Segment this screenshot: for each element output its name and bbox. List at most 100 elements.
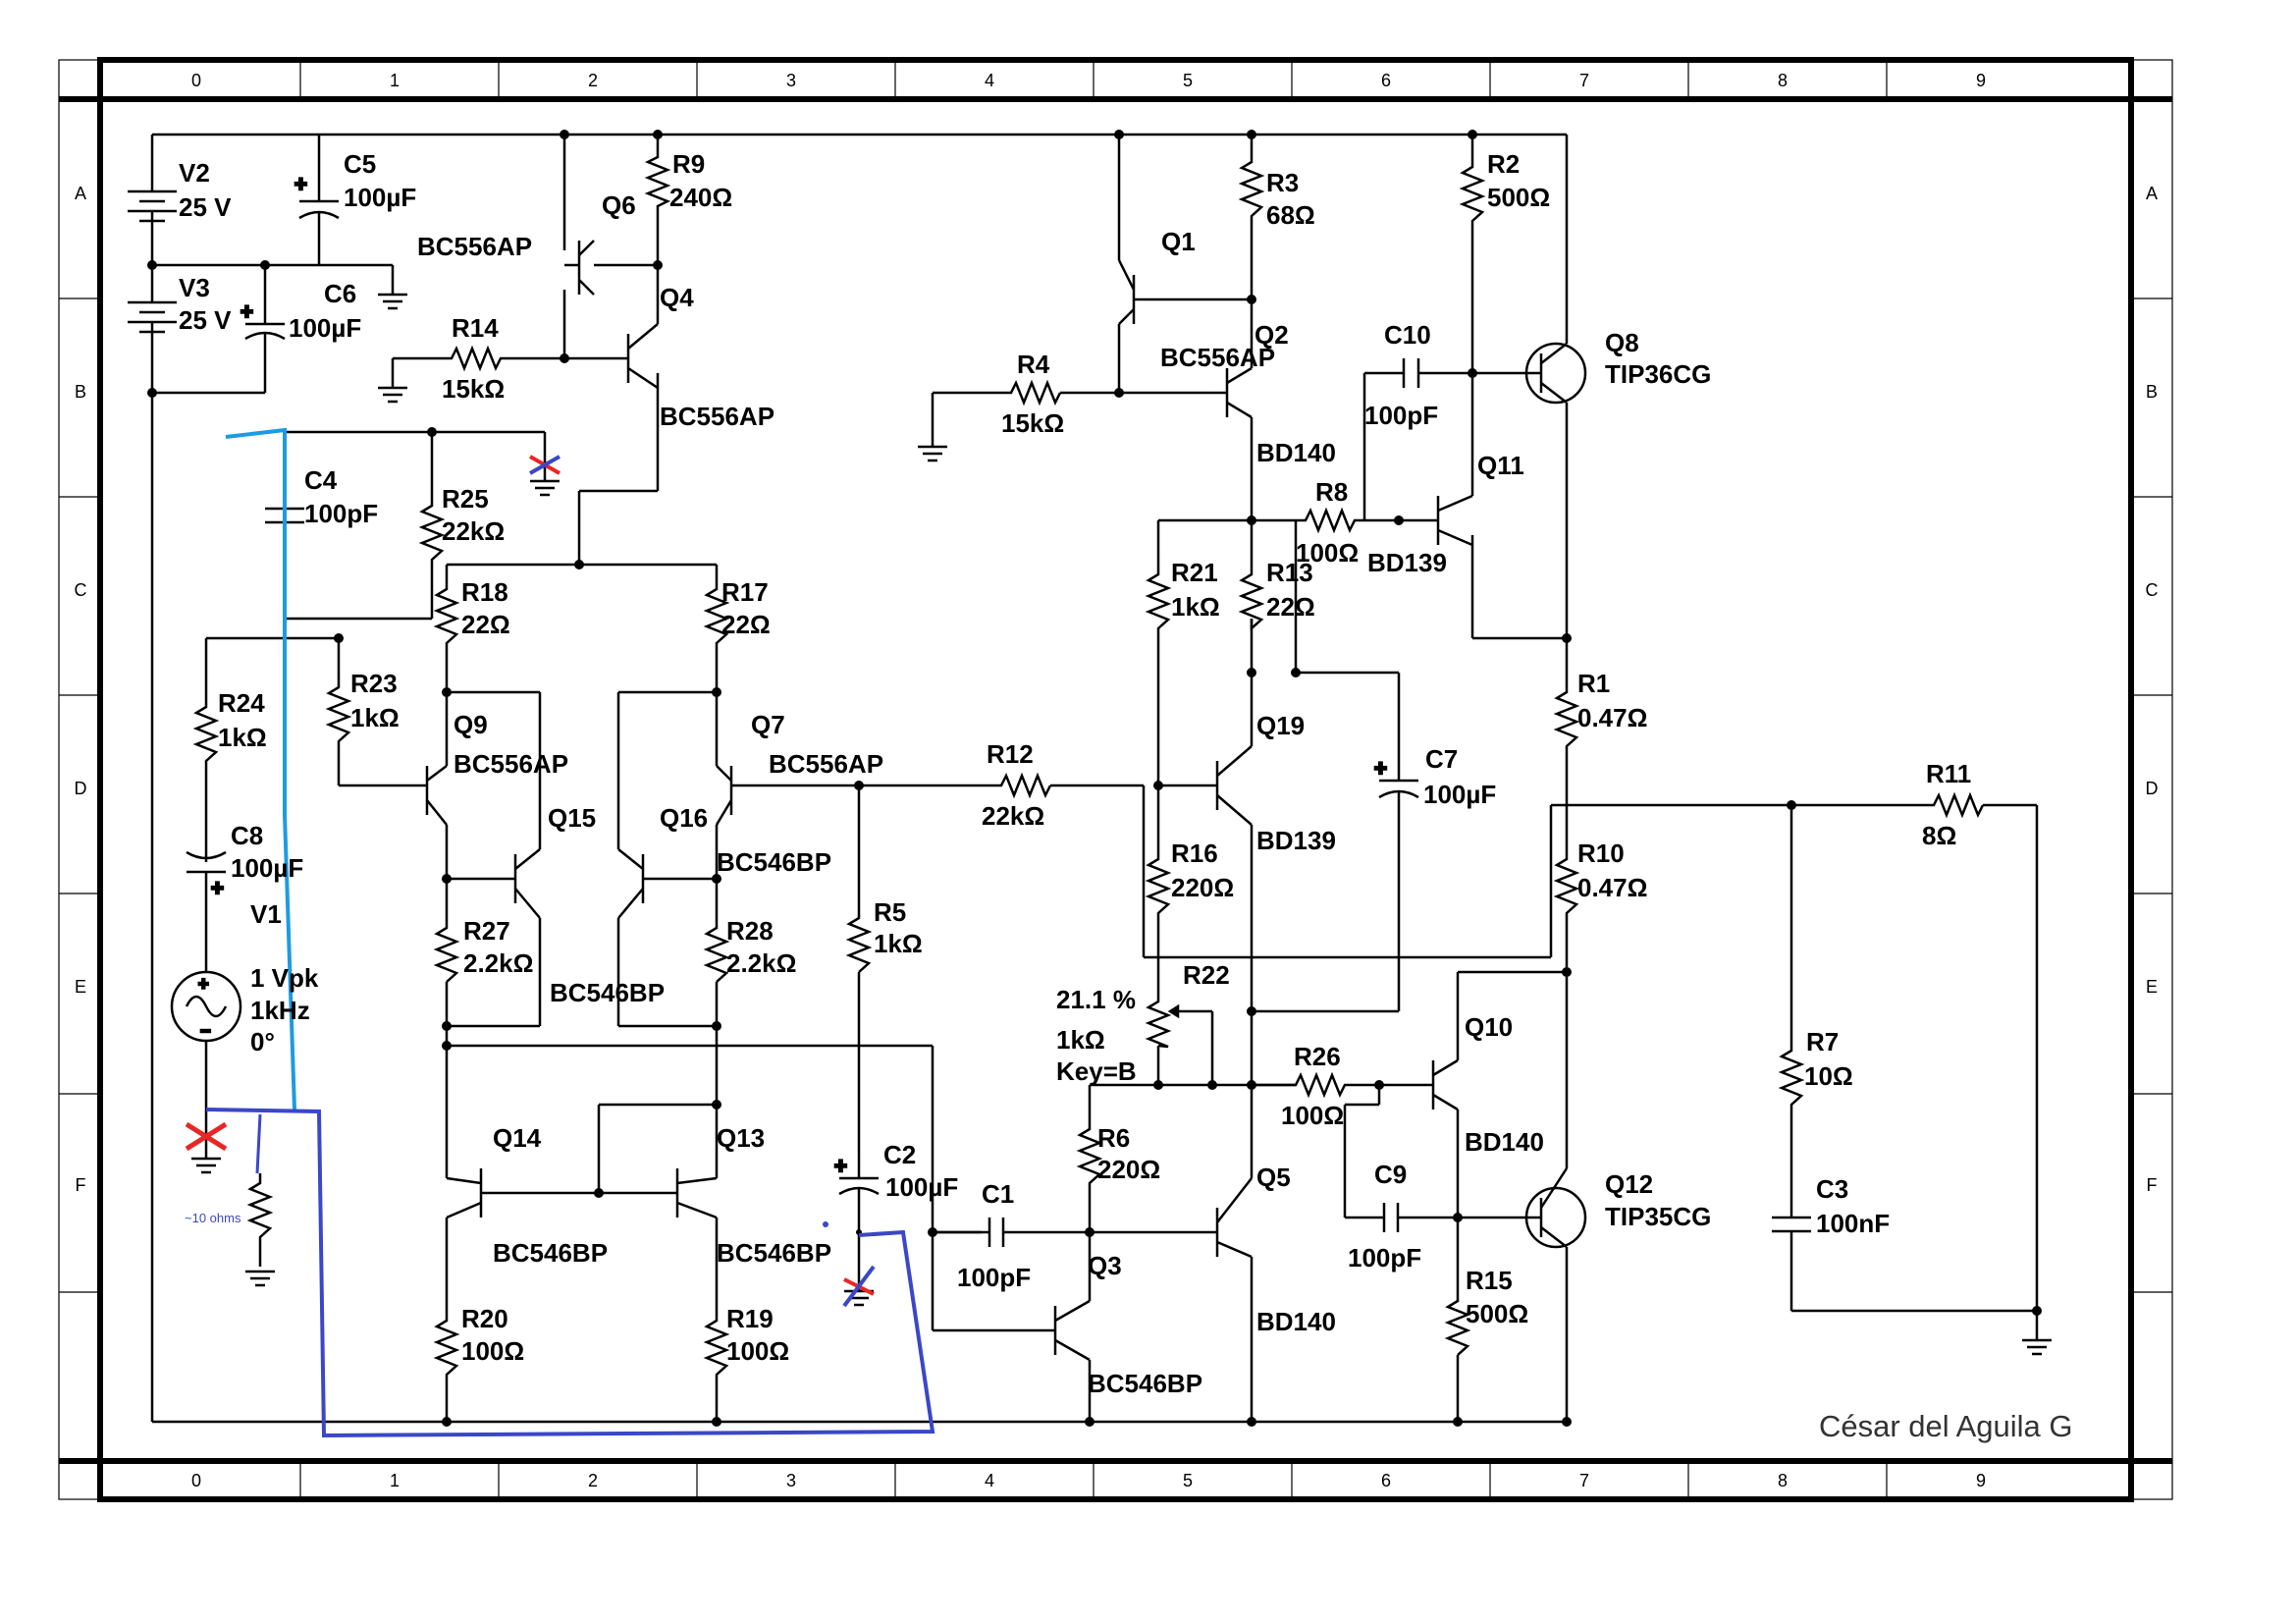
ruler-top-6: 6 — [1381, 71, 1391, 90]
label-q1: Q1 — [1161, 227, 1196, 256]
label-r22: R22 — [1183, 960, 1230, 990]
label-r14: R14 — [452, 313, 499, 343]
ruler-left-C: C — [75, 580, 87, 600]
label-q9: Q9 — [454, 710, 488, 739]
label-c6: C6 — [324, 279, 356, 308]
label-r18: R18 — [461, 577, 508, 607]
cross-marks — [185, 455, 876, 1308]
label-r22-value: 1kΩ — [1056, 1025, 1105, 1055]
label-v2: V2 — [179, 158, 210, 188]
ruler-bottom-5: 5 — [1183, 1471, 1193, 1490]
ruler-bottom-1: 1 — [390, 1471, 400, 1490]
ruler-left-A: A — [75, 184, 86, 203]
ruler-bottom-2: 2 — [588, 1471, 598, 1490]
label-r7: R7 — [1806, 1027, 1839, 1056]
label-c1-value: 100pF — [957, 1263, 1031, 1292]
label-r5: R5 — [874, 897, 906, 927]
label-c10: C10 — [1384, 320, 1431, 350]
label-c4-value: 100pF — [304, 499, 378, 528]
label-r22-key: Key=B — [1056, 1056, 1137, 1086]
resistor-symbols — [192, 152, 1985, 1380]
label-q4-part: BC556AP — [660, 402, 774, 431]
label-c3: C3 — [1816, 1174, 1848, 1204]
ruler-top-7: 7 — [1579, 71, 1589, 90]
label-r19: R19 — [726, 1304, 774, 1333]
label-r21-value: 1kΩ — [1171, 592, 1220, 622]
label-c9-value: 100pF — [1348, 1243, 1421, 1272]
label-q2: Q2 — [1255, 320, 1289, 350]
label-r8-value: 100Ω — [1296, 538, 1359, 568]
ruler-top-2: 2 — [588, 71, 598, 90]
ruler-top-1: 1 — [390, 71, 400, 90]
label-q16-part: BC546BP — [717, 847, 831, 877]
label-c2-value: 100µF — [885, 1172, 958, 1202]
label-r9: R9 — [672, 149, 705, 179]
label-q7: Q7 — [751, 710, 785, 739]
label-r4-value: 15kΩ — [1001, 408, 1064, 438]
label-v1-freq: 1kHz — [250, 996, 310, 1025]
ruler-right-A: A — [2146, 184, 2158, 203]
label-r12: R12 — [987, 739, 1034, 769]
ruler-right-B: B — [2146, 382, 2158, 402]
ground-symbols — [191, 293, 2052, 1356]
ruler-bottom-7: 7 — [1579, 1471, 1589, 1490]
ruler-bottom-4: 4 — [985, 1471, 994, 1490]
ruler-top-3: 3 — [786, 71, 796, 90]
transistor-symbols — [425, 240, 1587, 1362]
ruler-left-F: F — [76, 1175, 86, 1195]
label-c2: C2 — [883, 1140, 916, 1169]
label-r15-value: 500Ω — [1466, 1299, 1528, 1328]
label-c5: C5 — [344, 149, 376, 179]
svg-text:+: + — [1374, 756, 1387, 781]
svg-text:+: + — [240, 299, 253, 324]
label-q12-part: TIP35CG — [1605, 1202, 1711, 1231]
label-c1: C1 — [982, 1179, 1014, 1209]
label-r17-value: 22Ω — [721, 610, 771, 639]
ruler-top-8: 8 — [1778, 71, 1788, 90]
label-q9-part: BC556AP — [454, 749, 568, 779]
label-r2: R2 — [1487, 149, 1520, 179]
label-r16: R16 — [1171, 839, 1218, 868]
label-c8: C8 — [231, 821, 263, 850]
label-q6: Q6 — [602, 190, 636, 220]
label-v3-value: 25 V — [179, 305, 232, 335]
label-q2-part: BC556AP — [1160, 343, 1275, 372]
svg-text:−: − — [200, 1021, 211, 1041]
label-r11-value: 8Ω — [1922, 821, 1956, 850]
label-r24: R24 — [218, 688, 265, 718]
label-r21: R21 — [1171, 558, 1218, 587]
label-r20-value: 100Ω — [461, 1336, 524, 1366]
label-q3: Q3 — [1088, 1251, 1122, 1280]
label-v1: V1 — [250, 899, 282, 929]
svg-text:+: + — [294, 172, 307, 196]
label-r28-value: 2.2kΩ — [726, 948, 796, 978]
label-r15: R15 — [1466, 1266, 1513, 1295]
label-r27-value: 2.2kΩ — [463, 948, 533, 978]
label-r4: R4 — [1017, 350, 1050, 379]
dark-blue-markup — [205, 1108, 935, 1438]
label-q14: Q14 — [493, 1123, 542, 1153]
ruler-top-0: 0 — [191, 71, 201, 90]
component-labels: V2 25 V C5 100µF V3 25 V C6 100µF R9 240… — [179, 149, 2072, 1443]
label-q10-part: BD140 — [1465, 1127, 1544, 1157]
ruler-left-E: E — [75, 977, 86, 997]
label-c5-value: 100µF — [344, 183, 416, 212]
label-r13: R13 — [1266, 558, 1313, 587]
ruler-bottom-9: 9 — [1976, 1471, 1986, 1490]
label-r25-value: 22kΩ — [442, 516, 505, 546]
label-c9: C9 — [1374, 1160, 1407, 1189]
label-q13-part: BC546BP — [717, 1238, 831, 1268]
label-r9-value: 240Ω — [669, 183, 732, 212]
label-r11: R11 — [1926, 759, 1971, 788]
ruler-right-D: D — [2146, 779, 2159, 798]
label-c7-value: 100µF — [1423, 780, 1496, 809]
label-v3: V3 — [179, 273, 210, 302]
svg-text:+: + — [198, 974, 209, 994]
light-blue-markup — [225, 427, 296, 1110]
label-q7-part: BC556AP — [769, 749, 883, 779]
label-r26-value: 100Ω — [1281, 1101, 1344, 1130]
label-c3-value: 100nF — [1816, 1209, 1890, 1238]
wiring — [150, 133, 2039, 1424]
label-r5-value: 1kΩ — [874, 929, 923, 958]
